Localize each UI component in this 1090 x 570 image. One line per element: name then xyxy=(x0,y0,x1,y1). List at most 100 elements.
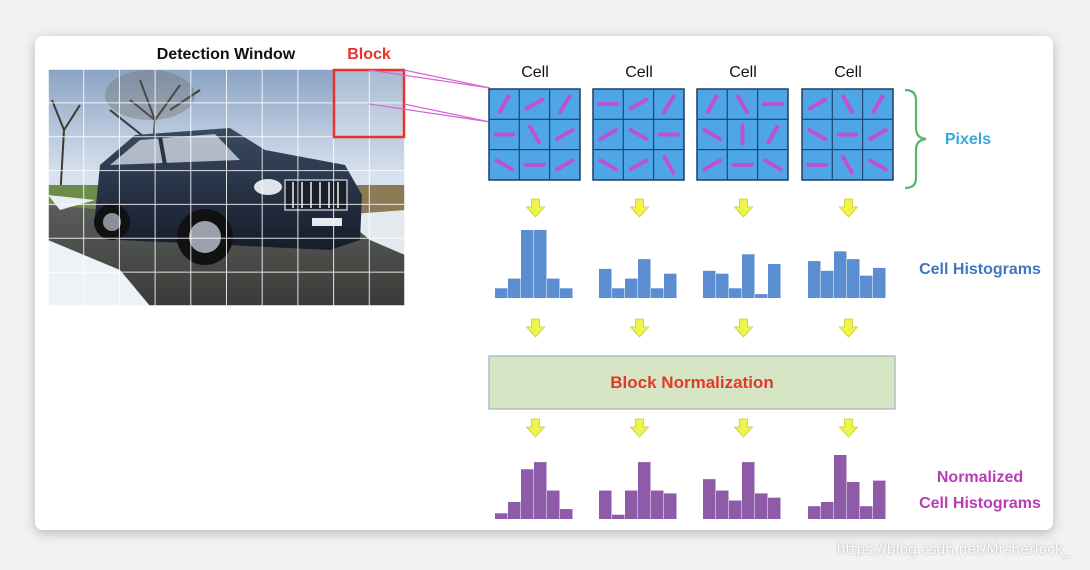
cell-histogram-bar xyxy=(716,273,729,298)
block-connector-lines xyxy=(368,69,491,123)
down-arrow-2-4 xyxy=(838,318,859,338)
normalized-histogram-bar xyxy=(521,469,534,519)
pixel-cell xyxy=(549,88,581,120)
down-arrow-1-4 xyxy=(838,198,859,218)
block-normalization-box xyxy=(488,355,896,410)
orientation-mark xyxy=(598,158,618,172)
cell-histogram-bar xyxy=(808,261,821,298)
normalized-histogram-bar xyxy=(495,513,508,519)
orientation-mark xyxy=(524,97,545,111)
orientation-mark xyxy=(807,97,827,111)
normalized-histogram-2 xyxy=(599,462,677,519)
cell-histogram-bar xyxy=(534,230,547,298)
orientation-mark xyxy=(868,158,888,172)
normalized-label-line1: Normalized xyxy=(937,469,1023,486)
cell-border xyxy=(488,88,581,181)
cell-label-4: Cell xyxy=(834,64,862,81)
orientation-mark xyxy=(702,158,722,172)
cell-histogram-bar xyxy=(508,278,521,298)
orientation-mark xyxy=(598,128,618,141)
flow-arrows xyxy=(525,198,859,438)
normalized-histogram-bar xyxy=(651,490,664,519)
cell-histogram-2 xyxy=(599,259,677,298)
detection-window-label: Detection Window xyxy=(157,46,296,63)
normalized-histogram-bar xyxy=(664,493,677,519)
orientation-mark xyxy=(494,158,514,172)
orientation-mark xyxy=(736,94,749,114)
cell-histogram-bar xyxy=(599,268,612,298)
cell-histogram-bar xyxy=(521,230,534,298)
normalized-histogram-bar xyxy=(755,493,768,519)
orientation-mark xyxy=(662,94,676,114)
orientation-mark xyxy=(628,97,649,111)
orientation-mark xyxy=(868,128,888,141)
normalized-histogram-bar xyxy=(847,482,860,519)
normalized-label-line2: Cell Histograms xyxy=(919,495,1041,512)
normalized-histogram-bar xyxy=(547,490,560,519)
cell-histogram-bar xyxy=(729,288,742,298)
down-arrow-2-2 xyxy=(629,318,650,338)
cell-histogram-bar xyxy=(755,294,768,298)
orientation-mark xyxy=(497,94,511,114)
cell-histogram-4 xyxy=(808,251,886,298)
normalized-histogram-1 xyxy=(495,462,573,519)
cell-histogram-bar xyxy=(768,264,781,298)
orientation-mark xyxy=(841,94,854,114)
cell-histogram-bar xyxy=(625,278,638,298)
cell-histogram-bar xyxy=(834,251,847,298)
cell-histogram-bar xyxy=(612,288,625,298)
normalized-histogram-bar xyxy=(716,490,729,519)
normalized-histogram-bar xyxy=(808,506,821,519)
normalized-histogram-bar xyxy=(508,501,521,519)
down-arrow-1-1 xyxy=(525,198,546,218)
cell-histogram-bar xyxy=(873,267,886,298)
orientation-mark xyxy=(628,158,649,172)
cell-histogram-bar xyxy=(847,259,860,298)
normalized-histogram-bar xyxy=(821,501,834,519)
block-normalization-label: Block Normalization xyxy=(610,373,773,392)
down-arrow-1-2 xyxy=(629,198,650,218)
cell-histogram-bar xyxy=(560,288,573,298)
cell-grid-2 xyxy=(592,88,685,181)
cell-grid-4 xyxy=(801,88,894,181)
cell-histogram-bar xyxy=(651,288,664,298)
cell-label-2: Cell xyxy=(625,64,653,81)
cell-histogram-1 xyxy=(495,230,573,298)
down-arrow-3-1 xyxy=(525,418,546,438)
cell-histogram-bar xyxy=(495,288,508,298)
cell-label-3: Cell xyxy=(729,64,757,81)
normalized-histogram-bar xyxy=(742,462,755,519)
cell-histogram-bar xyxy=(638,259,651,298)
normalized-histogram-bar xyxy=(860,506,873,519)
cell-histogram-bar xyxy=(664,273,677,298)
cell-histogram-3 xyxy=(703,254,781,298)
pixels-brace xyxy=(904,88,927,190)
normalized-histogram-bar xyxy=(599,490,612,519)
orientation-mark xyxy=(841,155,854,175)
cell-histogram-bar xyxy=(821,270,834,298)
down-arrow-3-3 xyxy=(733,418,754,438)
normalized-histogram-4 xyxy=(808,455,886,519)
cell-histogram-bar xyxy=(860,275,873,298)
normalized-histogram-bar xyxy=(703,479,716,519)
cell-histogram-bar xyxy=(742,254,755,298)
cell-histogram-bar xyxy=(703,270,716,298)
orientation-mark xyxy=(702,128,722,141)
cell-grid-1 xyxy=(488,88,581,181)
normalized-histogram-bar xyxy=(625,490,638,519)
normalized-histograms xyxy=(495,455,886,519)
cell-border xyxy=(592,88,685,181)
orientation-mark xyxy=(766,124,780,145)
detection-grid xyxy=(48,69,405,306)
orientation-mark xyxy=(558,94,572,114)
normalized-histogram-bar xyxy=(873,480,886,519)
block-highlight-box xyxy=(332,68,406,139)
cell-border xyxy=(696,88,789,181)
normalized-histogram-bar xyxy=(612,514,625,519)
orientation-mark xyxy=(763,158,783,172)
cell-histograms xyxy=(495,230,886,298)
orientation-mark xyxy=(628,128,649,141)
orientation-mark xyxy=(555,128,575,141)
orientation-mark xyxy=(807,128,827,141)
